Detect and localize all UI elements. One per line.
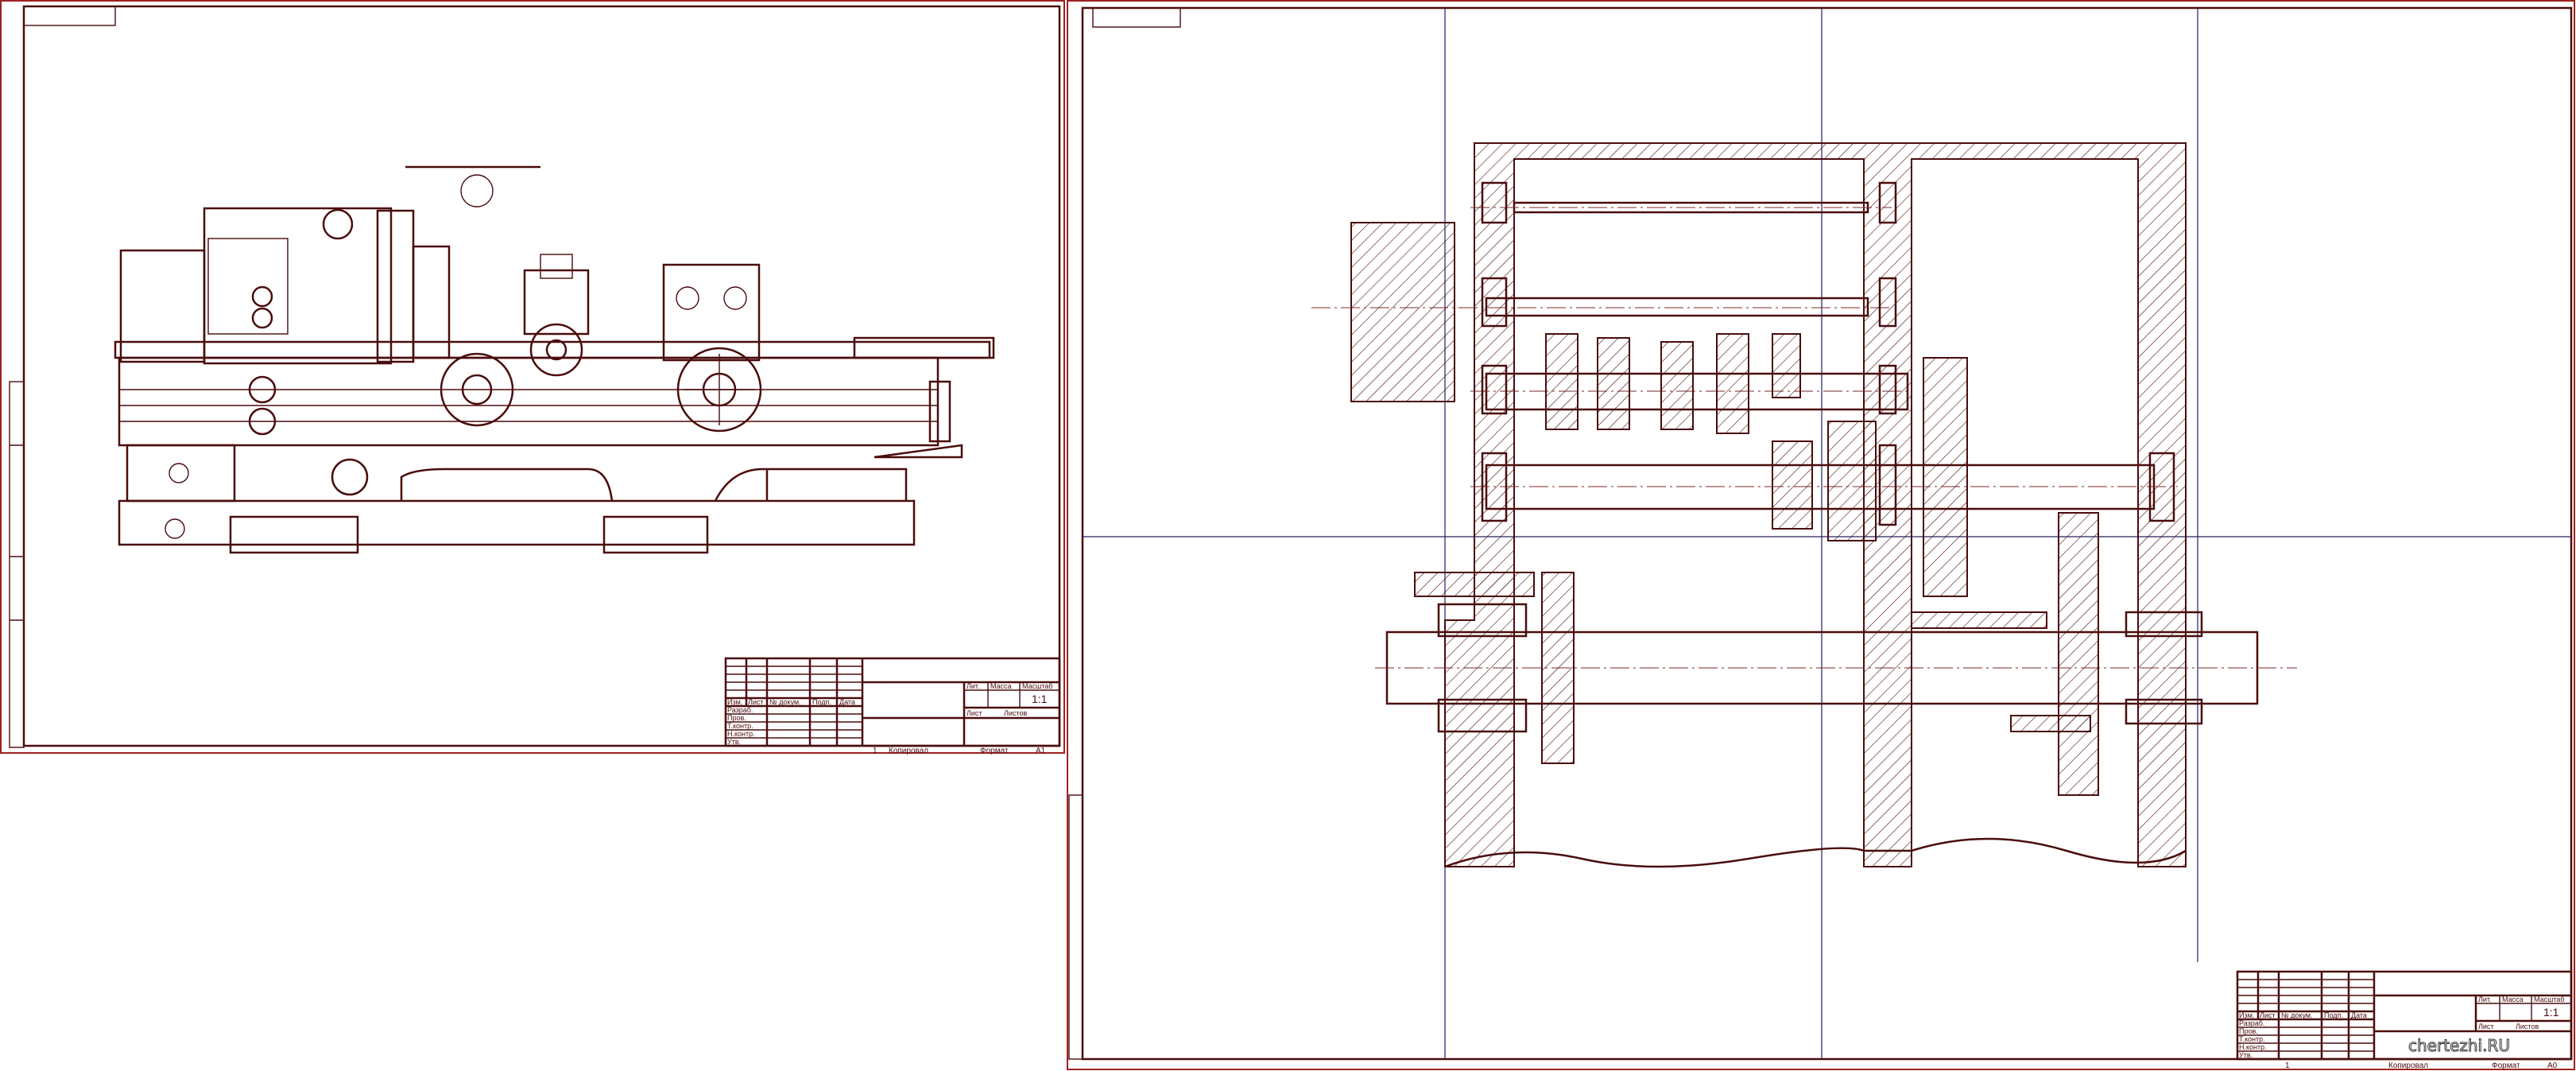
gearbox-section-drawing	[1311, 142, 2297, 868]
title-block-text: Лист	[2478, 1022, 2494, 1030]
title-block-text: Разраб.	[727, 706, 753, 714]
title-block-text: Пров.	[727, 714, 746, 722]
title-block-text: Масштаб	[2534, 995, 2565, 1003]
title-block-text: Изм.	[2239, 1011, 2254, 1019]
title-block-text: Пров.	[2239, 1027, 2258, 1035]
title-block-text: 1	[873, 747, 877, 755]
side-stamp	[1068, 794, 1083, 1060]
title-block-text: Масса	[2502, 995, 2524, 1003]
title-block: Изм. Лист № докум. Подп. Дата Разраб. Пр…	[724, 657, 1061, 755]
title-block-text: Подп.	[812, 698, 831, 706]
title-block-text: № докум.	[2281, 1011, 2313, 1019]
title-block-text: Утв.	[2239, 1051, 2253, 1059]
hdr-izm: Изм.	[727, 698, 742, 706]
title-block-text: Лит.	[2478, 995, 2492, 1003]
title-block-text: Лист	[748, 698, 764, 706]
title-block: Изм. Лист № докум. Подп. Дата Разраб. Пр…	[2236, 970, 2573, 1070]
title-block-text: № докум.	[769, 698, 801, 706]
side-stamp	[9, 381, 25, 748]
title-block-text: Дата	[839, 698, 855, 706]
title-block-text: Копировал	[889, 747, 928, 755]
sheet-1-lathe[interactable]: Изм. Лист № докум. Подп. Дата Разраб. Пр…	[0, 0, 1065, 755]
title-block-text: Лист	[966, 709, 982, 717]
title-block-text: Формат	[980, 747, 1009, 755]
title-block-text: Разраб.	[2239, 1019, 2264, 1027]
scale-value: 1:1	[2543, 1006, 2559, 1019]
title-block-text: Т.контр.	[2239, 1035, 2265, 1043]
title-block-text: Н.контр.	[727, 730, 755, 738]
sheet-2-gearbox[interactable]: Изм. Лист № докум. Подп. Дата Разраб. Пр…	[1067, 0, 2575, 1070]
title-block-text: Лит.	[966, 682, 980, 690]
title-block-text: Формат	[2492, 1061, 2520, 1070]
title-block-text: Утв.	[727, 738, 741, 746]
title-block-text: Н.контр.	[2239, 1043, 2267, 1051]
title-block-text: Дата	[2351, 1011, 2367, 1019]
title-block-text: Лист	[2260, 1011, 2276, 1019]
title-block-text: Подп.	[2324, 1011, 2343, 1019]
title-block-text: Масштаб	[1022, 682, 1053, 690]
title-block-text: Копировал	[2388, 1061, 2428, 1070]
scale-value: 1:1	[1032, 693, 1048, 705]
title-block-text: Т.контр.	[727, 722, 753, 730]
title-block-text: A1	[1036, 747, 1046, 755]
title-block-text: 1	[2285, 1061, 2290, 1070]
title-block-text: A0	[2547, 1061, 2558, 1070]
watermark: chertezhi.RU	[2408, 1036, 2510, 1055]
title-block-text: Масса	[990, 682, 1012, 690]
lathe-drawing	[114, 165, 995, 554]
title-block-text: Листов	[2516, 1022, 2539, 1030]
title-block-text: Листов	[1004, 709, 1027, 717]
